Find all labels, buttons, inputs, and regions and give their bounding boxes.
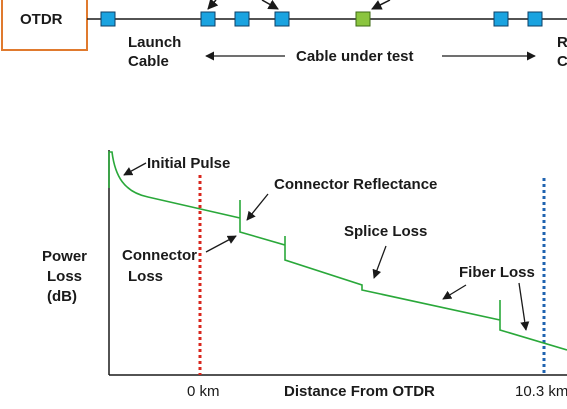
launch-cable-label: Cable: [128, 53, 169, 70]
connector-loss-label: Connector: [122, 247, 197, 264]
connector-icon: [493, 11, 509, 27]
y-axis-label: Loss: [47, 268, 82, 285]
connector-icon: [274, 11, 290, 27]
annotation-arrow: [246, 193, 269, 221]
annotation-arrow: [123, 162, 147, 176]
otdr-label: OTDR: [20, 11, 63, 28]
annotation-arrow: [205, 235, 237, 253]
trace-line: [108, 151, 567, 351]
otdr-trace-plot: Power Loss (dB) 0 km Distance From OTDR …: [42, 150, 567, 400]
x-tick-end: 10.3 km: [515, 383, 567, 400]
launch-cable-label: Launch: [128, 34, 181, 51]
initial-pulse-label: Initial Pulse: [147, 155, 230, 172]
splice-icon: [355, 11, 371, 27]
otdr-box: [1, 0, 88, 51]
receive-cable-label: C: [557, 53, 567, 70]
pointer-arrow: [207, 0, 219, 10]
fiber-loss-label: Fiber Loss: [459, 264, 535, 281]
y-axis-label: (dB): [47, 288, 77, 305]
annotation-arrow: [442, 284, 467, 300]
connector-icon: [234, 11, 250, 27]
connector-loss-label: Loss: [128, 268, 163, 285]
pointer-arrow: [261, 0, 279, 10]
x-tick-start: 0 km: [187, 383, 220, 400]
y-axis-label: Power: [42, 248, 87, 265]
connector-icon: [200, 11, 216, 27]
splice-loss-label: Splice Loss: [344, 223, 427, 240]
annotation-arrow: [372, 245, 387, 279]
connector-reflectance-label: Connector Reflectance: [274, 176, 437, 193]
link-schematic: OTDR Launch Cable Cable under test R C: [1, 0, 567, 70]
annotation-arrow: [518, 282, 530, 331]
connector-icon: [527, 11, 543, 27]
cable-under-test-label: Cable under test: [296, 48, 414, 65]
x-axis-label: Distance From OTDR: [284, 383, 435, 400]
pointer-arrow: [371, 0, 391, 10]
receive-cable-label: R: [557, 34, 567, 51]
connector-icon: [100, 11, 116, 27]
